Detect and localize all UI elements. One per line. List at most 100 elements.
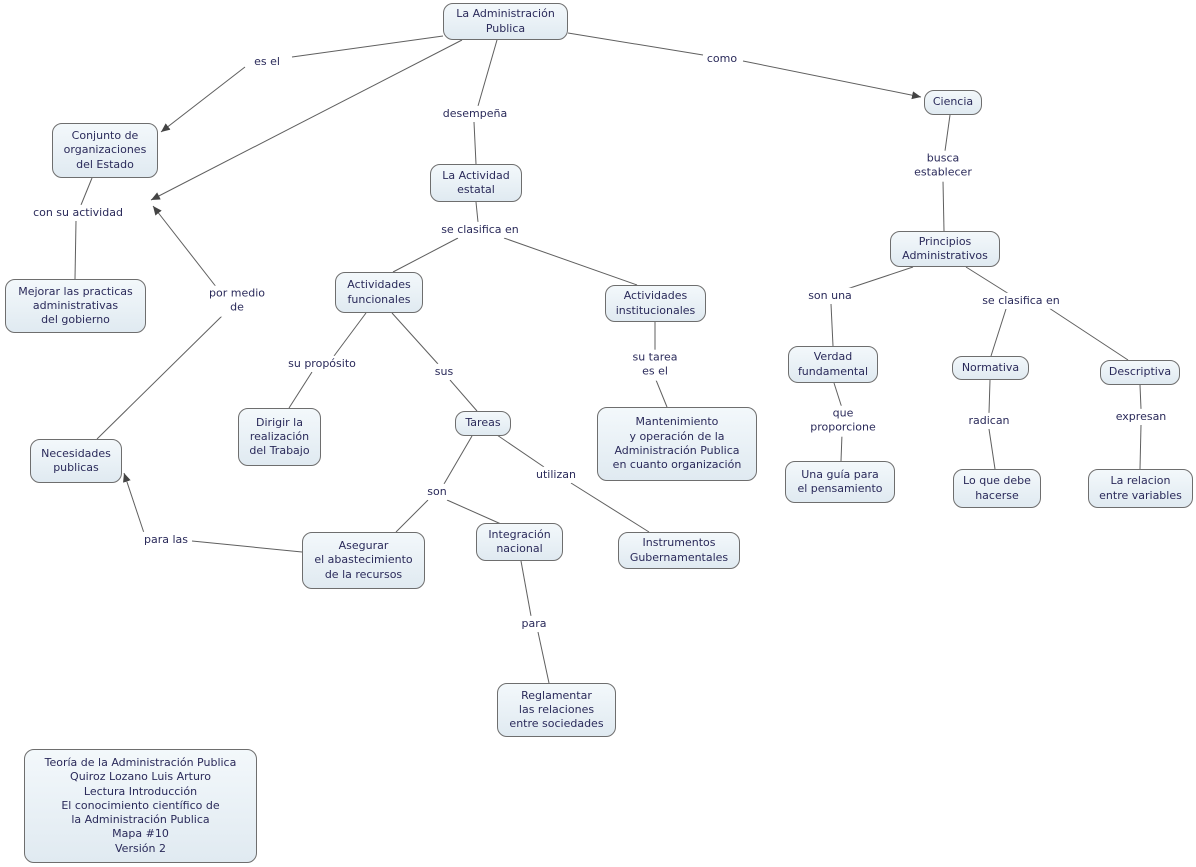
concept-label: La Actividad estatal <box>442 168 510 196</box>
linking-phrase-desempena[interactable]: desempeña <box>439 105 511 123</box>
concept-label: La Administración Publica <box>456 7 555 35</box>
concept-actividades-institucionales[interactable]: Actividades institucionales <box>605 285 706 322</box>
concept-label: Lo que debe hacerse <box>963 474 1031 502</box>
concept-label: Asegurar el abastecimiento de la recurso… <box>314 539 413 581</box>
connector-line <box>392 237 459 273</box>
connector-line <box>477 39 498 107</box>
concept-tareas[interactable]: Tareas <box>455 411 511 436</box>
concept-normativa[interactable]: Normativa <box>952 356 1029 380</box>
concept-descriptiva[interactable]: Descriptiva <box>1100 360 1180 385</box>
linking-phrase-para[interactable]: para <box>518 615 550 633</box>
connector-line <box>449 379 478 412</box>
connector-line <box>846 266 914 290</box>
concept-label: Verdad fundamental <box>797 350 869 378</box>
concept-label: Mantenimiento y operación de la Administ… <box>612 415 742 472</box>
concept-label: Principios Administrativos <box>902 234 988 262</box>
concept-conjunto-organizaciones-del-estado[interactable]: Conjunto de organizaciones del Estado <box>52 123 158 178</box>
connector-line <box>840 433 843 462</box>
concept-necesidades-publicas[interactable]: Necesidades publicas <box>30 439 122 483</box>
concept-una-guia-para-el-pensamiento[interactable]: Una guía para el pensamiento <box>785 461 895 503</box>
connector-line <box>742 60 922 100</box>
linking-phrase-que-proporcione[interactable]: que proporcione <box>807 405 879 437</box>
linking-phrase-su-proposito[interactable]: su propósito <box>285 355 359 373</box>
concept-label: La relacion entre variables <box>1099 474 1182 502</box>
linking-phrase-radican[interactable]: radican <box>965 412 1013 430</box>
concept-ciencia[interactable]: Ciencia <box>924 90 982 115</box>
connector-line <box>395 499 429 533</box>
concept-label: Dirigir la realización del Trabajo <box>249 415 310 458</box>
connector-line <box>80 177 93 206</box>
connector-line <box>150 39 463 201</box>
linking-phrase-para-las[interactable]: para las <box>140 531 192 549</box>
linking-phrase-como[interactable]: como <box>703 50 741 68</box>
concept-label: Integración nacional <box>488 527 551 555</box>
concept-integracion-nacional[interactable]: Integración nacional <box>476 523 563 561</box>
concept-la-actividad-estatal[interactable]: La Actividad estatal <box>430 164 522 202</box>
connector-line <box>990 308 1007 357</box>
connector-line <box>191 540 303 553</box>
connector-line <box>123 472 145 534</box>
concept-asegurar-el-abastecimiento[interactable]: Asegurar el abastecimiento de la recurso… <box>302 532 425 589</box>
concept-label: Tareas <box>465 416 501 430</box>
connector-line <box>567 32 704 56</box>
connector-line <box>443 435 473 485</box>
linking-phrase-sus[interactable]: sus <box>431 363 457 381</box>
concept-label: Instrumentos Gubernamentales <box>629 536 729 564</box>
connector-line <box>537 631 550 684</box>
concept-label: Ciencia <box>932 95 974 109</box>
concept-dirigir-realizacion-del-trabajo[interactable]: Dirigir la realización del Trabajo <box>238 408 321 466</box>
concept-map-legend[interactable]: Teoría de la Administración Publica Quir… <box>24 749 257 863</box>
connector-line <box>520 560 532 617</box>
connector-line <box>391 312 439 365</box>
linking-phrase-busca-establecer[interactable]: busca establecer <box>911 150 975 182</box>
linking-phrase-son[interactable]: son <box>424 483 450 501</box>
connector-line <box>1139 384 1142 410</box>
concept-label: Normativa <box>961 360 1020 374</box>
connector-line <box>473 121 477 165</box>
connector-line <box>655 379 668 408</box>
connector-line <box>446 499 502 525</box>
connector-line <box>291 35 444 58</box>
linking-phrase-utilizan[interactable]: utilizan <box>533 466 579 484</box>
connector-line <box>96 313 225 440</box>
concept-label: Reglamentar las relaciones entre socieda… <box>509 688 604 731</box>
concept-la-administracion-publica[interactable]: La Administración Publica <box>443 3 568 40</box>
concept-mantenimiento-y-operacion[interactable]: Mantenimiento y operación de la Administ… <box>597 407 757 481</box>
concept-label: Actividades institucionales <box>615 289 696 317</box>
concept-label: Una guía para el pensamiento <box>797 467 883 495</box>
linking-phrase-se-clasifica-en-1[interactable]: se clasifica en <box>438 221 522 239</box>
connector-line <box>988 379 991 414</box>
concept-principios-administrativos[interactable]: Principios Administrativos <box>890 231 1000 267</box>
concept-label: Teoría de la Administración Publica Quir… <box>44 755 237 855</box>
connector-line <box>1048 307 1129 361</box>
concept-label: Conjunto de organizaciones del Estado <box>63 129 147 171</box>
connector-line <box>942 180 945 232</box>
concept-label: Mejorar las practicas administrativas de… <box>18 284 133 327</box>
connector-line <box>496 434 545 468</box>
linking-phrase-expresan[interactable]: expresan <box>1112 408 1170 426</box>
concept-verdad-fundamental[interactable]: Verdad fundamental <box>788 346 878 383</box>
concept-la-relacion-entre-variables[interactable]: La relacion entre variables <box>1088 469 1193 508</box>
connector-line <box>74 220 77 280</box>
linking-phrase-es-el[interactable]: es el <box>251 53 283 71</box>
connector-line <box>503 237 638 286</box>
connector-line <box>830 303 834 347</box>
connector-line <box>333 312 367 357</box>
linking-phrase-se-clasifica-en-2[interactable]: se clasifica en <box>979 292 1063 310</box>
concept-label: Actividades funcionales <box>347 278 411 306</box>
concept-actividades-funcionales[interactable]: Actividades funcionales <box>335 272 423 313</box>
concept-instrumentos-gubernamentales[interactable]: Instrumentos Gubernamentales <box>618 532 740 569</box>
connector-line <box>965 266 1010 295</box>
linking-phrase-son-una[interactable]: son una <box>805 287 855 305</box>
concept-lo-que-debe-hacerse[interactable]: Lo que debe hacerse <box>953 469 1041 508</box>
connector-line <box>288 371 313 409</box>
linking-phrase-su-tarea-es-el[interactable]: su tarea es el <box>629 349 681 381</box>
concept-mejorar-practicas-administrativas[interactable]: Mejorar las practicas administrativas de… <box>5 279 146 333</box>
linking-phrase-con-su-actividad[interactable]: con su actividad <box>30 204 126 222</box>
concept-reglamentar-las-relaciones[interactable]: Reglamentar las relaciones entre socieda… <box>497 683 616 737</box>
connector-line <box>475 201 479 223</box>
linking-phrase-por-medio-de[interactable]: por medio de <box>206 285 268 317</box>
connector-line <box>833 382 843 409</box>
